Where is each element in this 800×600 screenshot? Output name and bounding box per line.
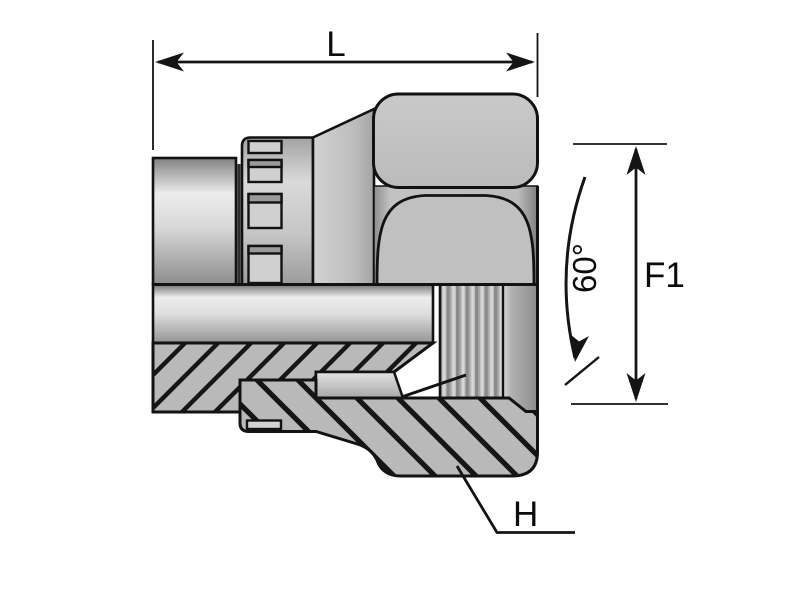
angle-label-60: 60° [565, 243, 603, 293]
arrowhead-left [155, 52, 184, 72]
hex-mid-facet [375, 194, 536, 286]
dimension-L [152, 33, 539, 150]
dimension-F1 [571, 143, 668, 405]
fitting-lower-section [151, 341, 539, 478]
angle-tick [564, 356, 600, 386]
body-hatch [153, 343, 433, 412]
dim-label-F1: F1 [644, 256, 685, 295]
cone-seat-edge [402, 373, 467, 398]
nose-tip-face [314, 370, 405, 400]
fitting-upper-body [151, 92, 539, 286]
arrowhead-up [626, 146, 646, 175]
nut-hatch [240, 380, 538, 476]
dim-label-L: L [326, 25, 346, 64]
knurl-cells [247, 139, 283, 285]
right-wall [503, 284, 538, 412]
dim-label-H: H [513, 495, 539, 534]
arrowhead-down [626, 373, 646, 402]
cone-transition [311, 106, 376, 286]
arc-arrowhead [570, 334, 589, 362]
bore-cylinder [151, 283, 435, 345]
fitting-bore-section [151, 186, 539, 412]
tube-end [151, 156, 238, 286]
angle-label-wrap: 60° [562, 222, 606, 314]
retaining-groove [245, 419, 283, 431]
leader-H [455, 465, 575, 534]
leader-line [455, 465, 575, 534]
arrowhead-right [506, 52, 535, 72]
angle-60-annotation [564, 176, 600, 386]
hex-top-facet [372, 92, 539, 189]
